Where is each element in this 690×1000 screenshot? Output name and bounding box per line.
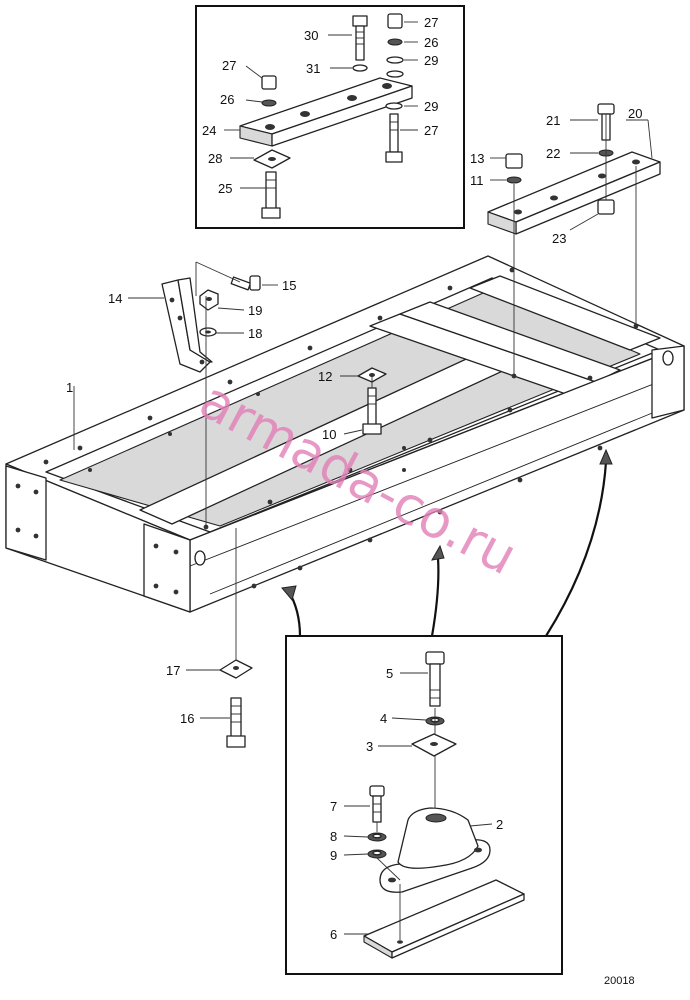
washer-11 [506, 176, 522, 184]
label-6: 6 [330, 927, 337, 942]
label-12: 12 [318, 369, 332, 384]
label-26-right: 26 [424, 35, 438, 50]
nut-27-top-right [386, 13, 404, 78]
label-3: 3 [366, 739, 373, 754]
drawing-number: 20018 [604, 975, 635, 987]
label-27-left: 27 [222, 58, 236, 73]
label-7: 7 [330, 799, 337, 814]
part-labels: 1 2 3 4 5 6 7 8 9 10 11 12 13 14 15 16 1… [66, 15, 642, 942]
label-18: 18 [248, 326, 262, 341]
plate-17 [219, 659, 253, 679]
label-27-lower-right: 27 [424, 123, 438, 138]
bolt-5 [425, 651, 445, 707]
detail-box-top [195, 5, 465, 229]
bracket-bar-24 [239, 77, 413, 147]
label-25: 25 [218, 181, 232, 196]
label-4: 4 [380, 711, 387, 726]
frame-holes [15, 267, 639, 595]
plate-28 [253, 149, 291, 169]
nut-27-left [261, 75, 277, 107]
label-26-left: 26 [220, 92, 234, 107]
bolt-27-lower-right [385, 102, 403, 163]
label-22: 22 [546, 146, 560, 161]
label-21: 21 [546, 113, 560, 128]
plate-3 [411, 733, 457, 757]
label-5: 5 [386, 666, 393, 681]
label-29-lower: 29 [424, 99, 438, 114]
label-20: 20 [628, 106, 642, 121]
label-11: 11 [470, 173, 484, 188]
bracket-14 [161, 277, 213, 373]
label-31: 31 [306, 61, 320, 76]
label-28: 28 [208, 151, 222, 166]
label-16: 16 [180, 711, 194, 726]
assembly-lines [195, 114, 637, 660]
label-13: 13 [470, 151, 484, 166]
label-15: 15 [282, 278, 296, 293]
bolt-16 [226, 697, 246, 748]
label-27-top-right: 27 [424, 15, 438, 30]
nut-13 [505, 153, 523, 169]
label-29-upper: 29 [424, 53, 438, 68]
label-9: 9 [330, 848, 337, 863]
label-17: 17 [166, 663, 180, 678]
label-19: 19 [248, 303, 262, 318]
label-10: 10 [322, 427, 336, 442]
detail-box-bottom [285, 635, 563, 975]
nut-23 [597, 199, 615, 215]
label-1: 1 [66, 380, 73, 395]
bolt-25 [261, 171, 281, 219]
label-8: 8 [330, 829, 337, 844]
label-24: 24 [202, 123, 216, 138]
nut-19 [199, 289, 219, 311]
main-frame-1 [5, 255, 685, 613]
bolt-15 [230, 275, 261, 291]
bolt-7 [369, 785, 385, 823]
label-30: 30 [304, 28, 318, 43]
bolt-30 [352, 15, 368, 61]
label-2: 2 [496, 817, 503, 832]
label-23: 23 [552, 231, 566, 246]
washer-31 [352, 64, 368, 72]
bracket-bar-20 [487, 151, 661, 235]
base-plate-6 [363, 879, 525, 959]
rubber-mount-2 [379, 807, 491, 893]
label-14: 14 [108, 291, 122, 306]
pointer-arrows [281, 448, 613, 637]
